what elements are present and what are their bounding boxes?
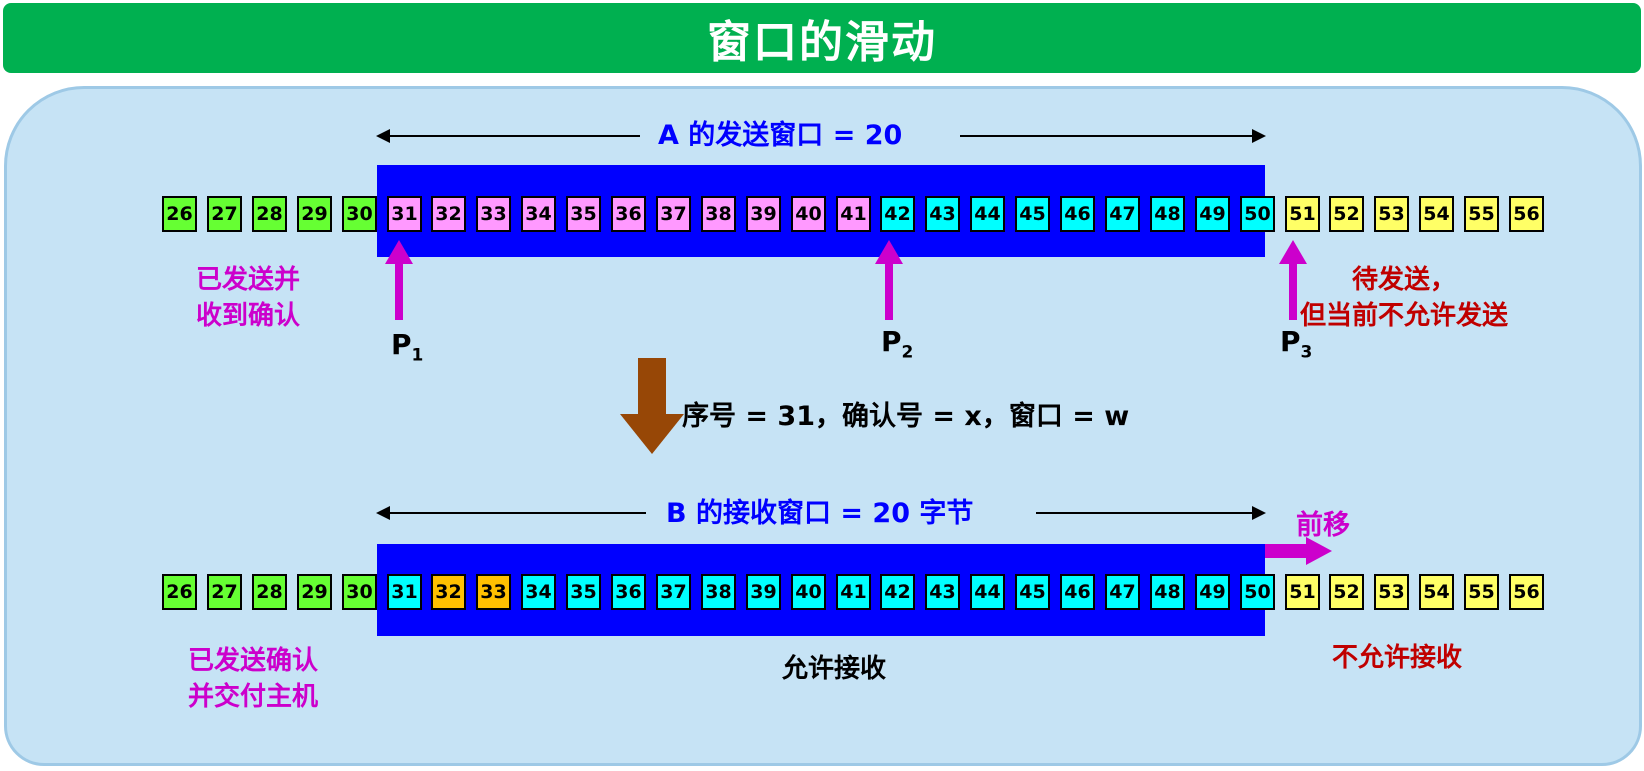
sender-window-span-right-line (960, 135, 1256, 137)
sender-cell-47: 47 (1105, 196, 1140, 232)
receiver-cell-45: 45 (1015, 574, 1050, 610)
pointer-p1-label: P1 (391, 328, 424, 366)
receiver-allowed-note: 允许接收 (782, 654, 887, 684)
pointer-p2-label: P2 (881, 325, 914, 363)
page-title: 窗口的滑动 (3, 3, 1641, 73)
sender-cell-29: 29 (297, 196, 332, 232)
receiver-cell-49: 49 (1195, 574, 1230, 610)
sender-cell-54: 54 (1419, 196, 1454, 232)
sender-cell-34: 34 (521, 196, 556, 232)
receiver-not-allowed-note: 不允许接收 (1332, 643, 1463, 673)
sender-window-span-left-arrowhead (376, 129, 390, 143)
sender-cell-35: 35 (566, 196, 601, 232)
pointer-p1-shaft (395, 262, 403, 320)
sender-cell-49: 49 (1195, 196, 1230, 232)
receiver-acked-note-line2: 并交付主机 (188, 682, 319, 712)
receiver-cell-43: 43 (925, 574, 960, 610)
receiver-cell-52: 52 (1329, 574, 1364, 610)
sender-cell-51: 51 (1285, 196, 1320, 232)
receiver-cell-32: 32 (431, 574, 466, 610)
forward-move-arrow-shaft (1262, 544, 1308, 558)
pointer-p2-arrowhead (875, 240, 903, 264)
receiver-cell-48: 48 (1150, 574, 1185, 610)
receiver-cell-38: 38 (701, 574, 736, 610)
receiver-cell-53: 53 (1374, 574, 1409, 610)
receiver-cell-46: 46 (1060, 574, 1095, 610)
sender-cell-56: 56 (1509, 196, 1544, 232)
sender-window-span-left-line (378, 135, 640, 137)
receiver-cell-44: 44 (970, 574, 1005, 610)
receiver-cell-31: 31 (387, 574, 422, 610)
receiver-cell-33: 33 (476, 574, 511, 610)
sender-window-label: A 的发送窗口 = 20 (658, 120, 903, 151)
sender-cell-53: 53 (1374, 196, 1409, 232)
sender-cell-33: 33 (476, 196, 511, 232)
receiver-cell-26: 26 (162, 574, 197, 610)
pointer-p3-shaft (1289, 262, 1297, 320)
pointer-p1-arrowhead (385, 240, 413, 264)
receiver-window-span-left-line (378, 512, 646, 514)
receiver-acked-note-line1: 已发送确认 (188, 646, 319, 676)
sender-cell-41: 41 (836, 196, 871, 232)
sender-cell-37: 37 (656, 196, 691, 232)
receiver-cell-34: 34 (521, 574, 556, 610)
forward-move-arrow-head (1306, 537, 1332, 565)
pointer-p3-arrowhead (1279, 240, 1307, 264)
receiver-window-label: B 的接收窗口 = 20 字节 (666, 498, 974, 529)
sender-acked-note: 已发送并 收到确认 (196, 262, 300, 334)
receiver-cell-27: 27 (207, 574, 242, 610)
pointer-p2-shaft (885, 262, 893, 320)
sender-not-allowed-note: 待发送， 但当前不允许发送 (1300, 262, 1508, 334)
receiver-cell-42: 42 (880, 574, 915, 610)
sender-cell-39: 39 (746, 196, 781, 232)
receiver-window-span-right-arrowhead (1252, 506, 1266, 520)
segment-label: 序号 = 31，确认号 = x，窗口 = w (682, 401, 1130, 432)
sender-cell-36: 36 (611, 196, 646, 232)
sender-cell-48: 48 (1150, 196, 1185, 232)
sender-cell-44: 44 (970, 196, 1005, 232)
receiver-cell-40: 40 (791, 574, 826, 610)
sender-acked-note-line1: 已发送并 (196, 265, 301, 295)
sender-cell-32: 32 (431, 196, 466, 232)
sender-cell-46: 46 (1060, 196, 1095, 232)
receiver-cell-56: 56 (1509, 574, 1544, 610)
segment-down-arrow-shaft (638, 358, 666, 416)
receiver-window-span-right-line (1036, 512, 1256, 514)
segment-down-arrow-head (620, 414, 684, 454)
receiver-cell-54: 54 (1419, 574, 1454, 610)
receiver-cell-29: 29 (297, 574, 332, 610)
sender-cell-40: 40 (791, 196, 826, 232)
sender-cell-27: 27 (207, 196, 242, 232)
sender-cell-31: 31 (387, 196, 422, 232)
receiver-cell-28: 28 (252, 574, 287, 610)
sender-cell-42: 42 (880, 196, 915, 232)
sender-window-span-right-arrowhead (1252, 129, 1266, 143)
pointer-p3-label: P3 (1280, 325, 1313, 363)
sender-acked-note-line2: 收到确认 (196, 301, 301, 331)
receiver-acked-note: 已发送确认 并交付主机 (188, 643, 318, 715)
receiver-cell-51: 51 (1285, 574, 1320, 610)
receiver-cell-41: 41 (836, 574, 871, 610)
sender-cell-50: 50 (1240, 196, 1275, 232)
receiver-cell-47: 47 (1105, 574, 1140, 610)
receiver-cell-55: 55 (1464, 574, 1499, 610)
receiver-cell-35: 35 (566, 574, 601, 610)
sender-not-allowed-note-line1: 待发送， (1352, 265, 1457, 295)
receiver-cell-30: 30 (342, 574, 377, 610)
sender-cell-55: 55 (1464, 196, 1499, 232)
forward-move-label: 前移 (1296, 510, 1350, 541)
receiver-cell-37: 37 (656, 574, 691, 610)
receiver-cell-36: 36 (611, 574, 646, 610)
receiver-cell-39: 39 (746, 574, 781, 610)
sender-cell-38: 38 (701, 196, 736, 232)
sender-cell-45: 45 (1015, 196, 1050, 232)
receiver-cell-50: 50 (1240, 574, 1275, 610)
sender-cell-30: 30 (342, 196, 377, 232)
sender-cell-26: 26 (162, 196, 197, 232)
receiver-window-span-left-arrowhead (376, 506, 390, 520)
sender-cell-28: 28 (252, 196, 287, 232)
sender-not-allowed-note-line2: 但当前不允许发送 (1300, 301, 1509, 331)
sender-cell-43: 43 (925, 196, 960, 232)
sender-cell-52: 52 (1329, 196, 1364, 232)
